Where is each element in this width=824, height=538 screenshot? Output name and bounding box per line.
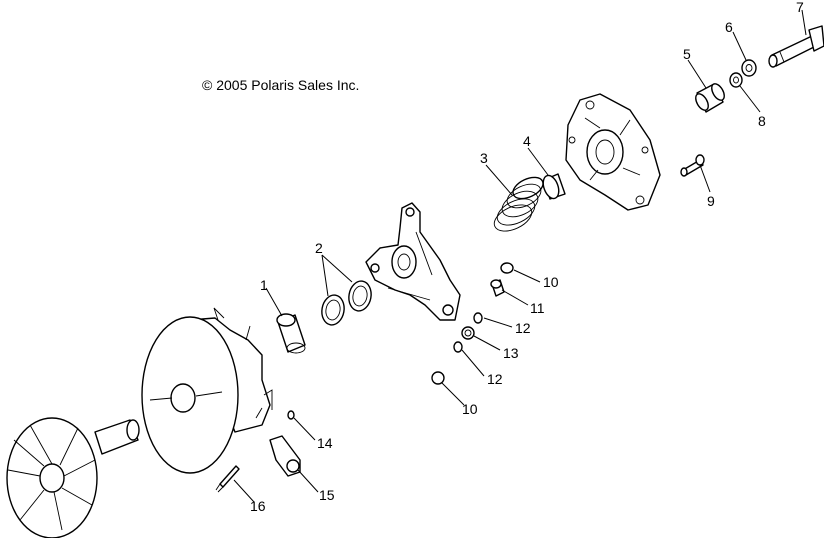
callout-12-upper: 12	[515, 320, 531, 336]
pin-part	[680, 154, 705, 177]
callout-2: 2	[315, 240, 323, 256]
washer-part-12a	[473, 312, 483, 324]
shim-part-b	[348, 280, 372, 312]
callout-11: 11	[530, 300, 545, 316]
callout-6: 6	[725, 19, 733, 35]
roller-part-lower	[431, 371, 445, 385]
callout-9: 9	[707, 193, 715, 209]
shim-part-a	[321, 294, 345, 326]
spring-part	[493, 176, 544, 232]
callout-7: 7	[796, 0, 804, 15]
washer-part	[741, 59, 757, 77]
callout-1: 1	[260, 277, 268, 293]
screw-part	[287, 410, 295, 420]
callout-14: 14	[317, 435, 333, 451]
washer-part-12b	[453, 341, 463, 353]
copyright-notice: © 2005 Polaris Sales Inc.	[202, 77, 360, 93]
callout-15: 15	[319, 487, 335, 503]
bushing-part-main	[276, 313, 306, 354]
callout-10-upper: 10	[543, 274, 559, 290]
cotter-pin-part	[215, 465, 240, 493]
callout-13: 13	[503, 345, 519, 361]
callout-10-lower: 10	[462, 401, 478, 417]
washer-part-13	[461, 326, 475, 340]
callout-3: 3	[480, 150, 488, 166]
roller-part-upper	[500, 262, 514, 274]
callout-5: 5	[683, 46, 691, 62]
bushing-part	[695, 83, 725, 113]
callout-8: 8	[758, 113, 766, 129]
leader-lines	[233, 9, 807, 503]
callout-labels: 7 6 5 8 9 4 3 2 1 10 11 12 13 12 10 14 1…	[250, 0, 804, 514]
rivet-part	[490, 279, 505, 297]
moveable-sheave-part	[141, 307, 273, 474]
washer-part-small	[729, 72, 743, 88]
bolt-part	[768, 25, 824, 68]
callout-4: 4	[523, 133, 531, 149]
cover-housing-part	[565, 93, 661, 211]
spider-arm-part	[365, 202, 461, 321]
weight-part	[269, 435, 301, 477]
callout-12-lower: 12	[487, 371, 503, 387]
callout-16: 16	[250, 498, 266, 514]
fixed-sheave-part	[6, 417, 140, 538]
ring-part	[542, 173, 566, 200]
